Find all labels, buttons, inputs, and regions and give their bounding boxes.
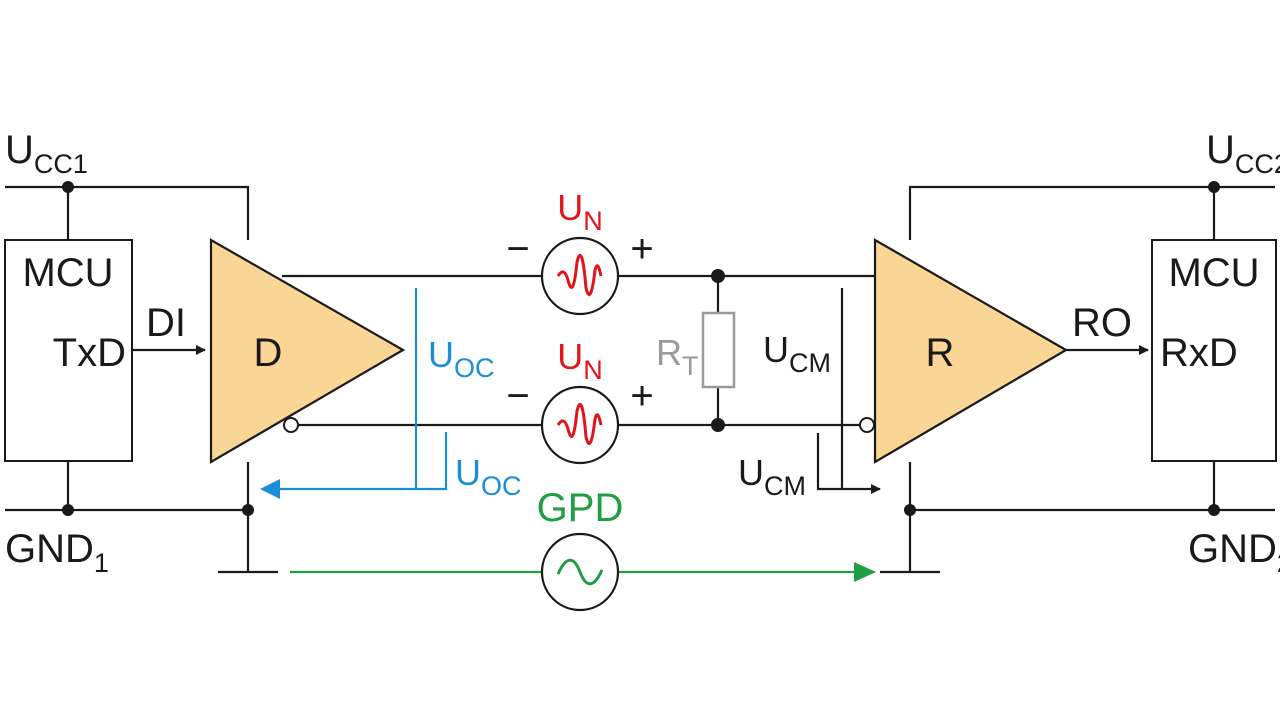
un-top-main: U — [557, 187, 583, 228]
uoc-top-sub: OC — [454, 353, 495, 383]
supply-rail-left — [5, 181, 250, 240]
ucm-top-main: U — [763, 329, 789, 370]
driver-inverting-output — [283, 417, 299, 433]
svg-text:UCM: UCM — [763, 329, 831, 378]
ro-label: RO — [1072, 301, 1132, 345]
termination-resistor: RT — [656, 276, 736, 425]
di-label: DI — [146, 301, 186, 345]
svg-text:UOC: UOC — [455, 452, 522, 501]
un-bottom-main: U — [557, 336, 583, 377]
ucm-top-sub: CM — [789, 348, 831, 378]
svg-text:UN: UN — [557, 336, 603, 385]
gpd-source: GPD — [290, 486, 876, 612]
svg-text:RT: RT — [656, 332, 699, 381]
supply-rail-right — [908, 181, 1275, 240]
mcu-right-title: MCU — [1168, 251, 1259, 295]
gpd-arrow-head — [854, 562, 876, 582]
noise-source-top: UN − + — [506, 187, 654, 316]
ground-rail-right — [880, 461, 1275, 574]
rt-main: R — [656, 332, 682, 373]
un-top-plus: + — [630, 227, 653, 271]
uoc-top-main: U — [428, 334, 454, 375]
receiver-amplifier: R — [859, 238, 1069, 464]
mcu-left-title: MCU — [22, 251, 113, 295]
mcu-right-pin: RxD — [1160, 331, 1238, 375]
un-top-minus: − — [506, 227, 529, 271]
svg-text:UOC: UOC — [428, 334, 495, 383]
noise-source-bottom: UN − + — [506, 336, 654, 465]
driver-label: D — [254, 331, 283, 375]
gnd2-label: GND2 — [1188, 527, 1280, 578]
un-bottom-sub: N — [583, 355, 603, 385]
driver-amplifier: D — [209, 238, 406, 464]
ucc2-label: UCC2 — [1206, 128, 1280, 179]
offset-voltage-indicator: UOC UOC — [260, 288, 522, 501]
mcu-right: MCU RxD — [1151, 239, 1277, 462]
ucm-bottom-sub: CM — [764, 471, 806, 501]
ucm-bottom-main: U — [738, 452, 764, 493]
svg-text:UN: UN — [557, 187, 603, 236]
gnd1-label: GND1 — [5, 527, 109, 578]
receiver-label: R — [926, 331, 955, 375]
mcu-left-pin: TxD — [53, 331, 126, 375]
uoc-bottom-sub: OC — [481, 471, 522, 501]
un-bottom-plus: + — [630, 374, 653, 418]
gpd-label: GPD — [537, 486, 624, 530]
ground-rail-left — [5, 461, 278, 574]
rt-sub: T — [682, 351, 699, 381]
un-bottom-minus: − — [506, 374, 529, 418]
uoc-bottom-main: U — [455, 452, 481, 493]
mcu-left: MCU TxD — [4, 239, 133, 462]
ucc1-label: UCC1 — [5, 128, 88, 179]
un-top-sub: N — [583, 206, 603, 236]
receiver-inverting-input — [859, 417, 875, 433]
offset-arrow-head — [260, 479, 280, 499]
common-mode-indicator: UCM UCM — [738, 288, 881, 501]
svg-text:UCM: UCM — [738, 452, 806, 501]
